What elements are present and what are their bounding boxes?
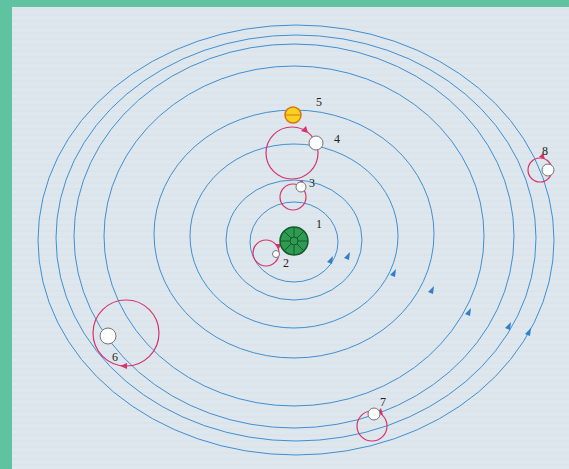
callout-number: 8	[542, 145, 548, 157]
callout-number: 6	[112, 351, 118, 363]
callout-number: 3	[309, 177, 315, 189]
callout-number: 1	[316, 218, 322, 230]
diagram-ground: 1 2 3 4 5 6 7 8	[12, 7, 569, 469]
callout-number: 4	[334, 133, 340, 145]
callout-number: 7	[380, 396, 386, 408]
geocentric-illustration	[12, 7, 569, 469]
callout-number: 2	[283, 257, 289, 269]
callout-number: 5	[316, 96, 322, 108]
